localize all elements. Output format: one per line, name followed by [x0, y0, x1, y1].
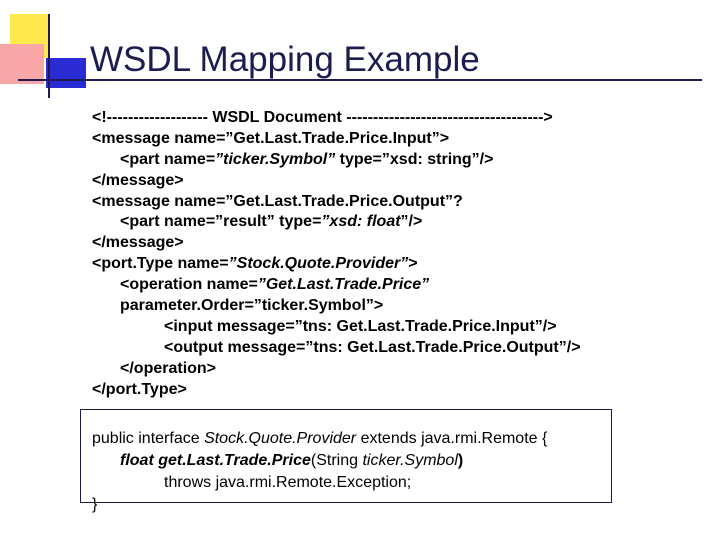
wsdl-code-block: <!------------------- WSDL Document ----…	[92, 108, 581, 400]
java-text: public interface	[92, 430, 205, 447]
java-text: throws java.rmi.Remote.Exception;	[164, 474, 412, 491]
wsdl-text-italic: ”Get.Last.Trade.Price”	[257, 276, 430, 294]
wsdl-text: <operation name=	[120, 276, 258, 294]
wsdl-line: </message>	[92, 171, 581, 192]
java-line: public interface Stock.Quote.Provider ex…	[92, 428, 547, 450]
wsdl-text: <input message=”tns: Get.Last.Trade.Pric…	[164, 317, 557, 335]
java-line: throws java.rmi.Remote.Exception;	[92, 472, 547, 494]
wsdl-text: ”/>	[400, 213, 423, 231]
wsdl-text: </message>	[92, 234, 184, 252]
wsdl-line: <input message=”tns: Get.Last.Trade.Pric…	[92, 317, 581, 338]
java-line: }	[92, 494, 547, 516]
wsdl-line: <port.Type name=”Stock.Quote.Provider”>	[92, 254, 581, 275]
java-interface-box	[80, 409, 612, 503]
wsdl-line: <part name=”ticker.Symbol” type=”xsd: st…	[92, 150, 581, 171]
wsdl-line: <!------------------- WSDL Document ----…	[92, 108, 581, 129]
java-text-bold: )	[457, 452, 464, 469]
decor-blue-square	[46, 58, 86, 88]
wsdl-text-italic: ”ticker.Symbol”	[215, 150, 336, 168]
title-underline	[18, 79, 702, 81]
decor-pink-square	[0, 44, 44, 84]
wsdl-text: <port.Type name=	[92, 255, 229, 273]
wsdl-line: <message name=”Get.Last.Trade.Price.Outp…	[92, 192, 581, 213]
wsdl-line: </operation>	[92, 359, 581, 380]
wsdl-line: </port.Type>	[92, 380, 581, 401]
slide-title: WSDL Mapping Example	[90, 40, 480, 79]
wsdl-text: <output message=”tns: Get.Last.Trade.Pri…	[164, 338, 581, 356]
decor-vertical-rule	[48, 14, 50, 98]
java-text: (String	[310, 452, 363, 469]
wsdl-text: type=”xsd: string”/>	[335, 150, 494, 168]
wsdl-text: <part name=	[120, 150, 216, 168]
wsdl-line: parameter.Order=”ticker.Symbol”>	[92, 296, 581, 317]
wsdl-line: <operation name=”Get.Last.Trade.Price”	[92, 275, 581, 296]
wsdl-text: <!------------------- WSDL Document ----…	[92, 109, 553, 126]
wsdl-text: parameter.Order=”ticker.Symbol”>	[120, 297, 384, 315]
wsdl-line: <output message=”tns: Get.Last.Trade.Pri…	[92, 338, 581, 359]
wsdl-text: >	[408, 255, 418, 273]
java-line: float get.Last.Trade.Price(String ticker…	[92, 450, 547, 472]
java-text: extends java.rmi.Remote {	[356, 430, 548, 447]
wsdl-text-italic: ”xsd: float	[321, 213, 401, 231]
wsdl-text: </message>	[92, 171, 184, 189]
java-code-block: public interface Stock.Quote.Provider ex…	[92, 428, 547, 516]
wsdl-text: <part name=”result” type=	[120, 213, 322, 231]
wsdl-text-italic: ”Stock.Quote.Provider”	[228, 255, 409, 273]
wsdl-text: <message name=”Get.Last.Trade.Price.Inpu…	[92, 129, 450, 147]
wsdl-line: </message>	[92, 233, 581, 254]
java-text-italic: Stock.Quote.Provider	[204, 430, 357, 447]
java-text: }	[92, 496, 98, 513]
wsdl-line: <message name=”Get.Last.Trade.Price.Inpu…	[92, 129, 581, 150]
wsdl-text: <message name=”Get.Last.Trade.Price.Outp…	[92, 192, 463, 210]
wsdl-text: </operation>	[120, 359, 217, 377]
java-text-italic: ticker.Symbol	[362, 452, 458, 469]
wsdl-text: </port.Type>	[92, 380, 187, 398]
wsdl-line: <part name=”result” type=”xsd: float”/>	[92, 212, 581, 233]
java-text-bold-italic: float get.Last.Trade.Price	[120, 452, 311, 469]
